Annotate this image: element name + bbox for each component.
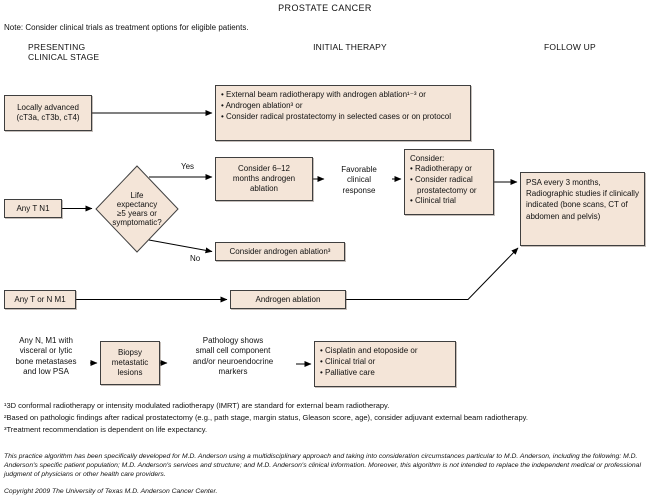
therapy-box-consider-androgen-ablation: Consider androgen ablation³ bbox=[215, 242, 345, 261]
footnote-3: ³Treatment recommendation is dependent o… bbox=[4, 424, 208, 434]
footnotes-block: ¹3D conformal radiotherapy or intensity … bbox=[4, 401, 646, 436]
therapy-box-consider-options: Consider: • Radiotherapy or• Consider ra… bbox=[404, 149, 494, 215]
stage-label-any-n-m1-visceral: Any N, M1 with visceral or lytic bone me… bbox=[15, 336, 77, 377]
footnote-1: ¹3D conformal radiotherapy or intensity … bbox=[4, 401, 390, 410]
label-favorable-clinical-response: Favorable clinical response bbox=[341, 165, 377, 195]
consider-bullet-list: • Radiotherapy or• Consider radical pros… bbox=[410, 164, 488, 207]
bullet-item: • External beam radiotherapy with androg… bbox=[221, 90, 426, 99]
bullet-item: • Consider radical prostatectomy or bbox=[410, 174, 477, 195]
therapy-box-locally-advanced: • External beam radiotherapy with androg… bbox=[215, 85, 471, 141]
column-header-follow-up: FOLLOW UP bbox=[544, 42, 596, 52]
decision-text: Life expectancy ≥5 years or symptomatic? bbox=[112, 190, 162, 228]
flow-arrows bbox=[62, 110, 519, 367]
page-title: PROSTATE CANCER bbox=[278, 3, 372, 13]
clinical-trials-note: Note: Consider clinical trials as treatm… bbox=[4, 23, 249, 32]
branch-label-no: No bbox=[190, 254, 201, 263]
stage-box-any-t-or-n-m1: Any T or N M1 bbox=[4, 290, 76, 309]
stage-box-any-t-n1: Any T N1 bbox=[4, 199, 62, 218]
followup-box-psa: PSA every 3 months, Radiographic studies… bbox=[520, 172, 645, 246]
disclaimer-text: This practice algorithm has been specifi… bbox=[4, 453, 641, 479]
therapy-box-androgen-ablation: Androgen ablation bbox=[230, 290, 346, 309]
bullet-item: • Consider radical prostatectomy in sele… bbox=[221, 111, 452, 121]
stage-box-locally-advanced: Locally advanced (cT3a, cT3b, cT4) bbox=[4, 95, 92, 131]
bullet-item: • Androgen ablation³ or bbox=[221, 100, 303, 110]
bullet-item: • Cisplatin and etoposide or bbox=[320, 346, 418, 355]
box-biopsy-metastatic-lesions: Biopsy metastatic lesions bbox=[100, 341, 160, 385]
therapy-box-consider-androgen-ablation-6-12: Consider 6–12 months androgen ablation bbox=[215, 157, 313, 201]
column-header-initial-therapy: INITIAL THERAPY bbox=[313, 42, 387, 52]
copyright-text: Copyright 2009 The University of Texas M… bbox=[4, 488, 218, 495]
bullet-item: • Palliative care bbox=[320, 367, 375, 377]
diamond-shape bbox=[95, 165, 179, 253]
branch-label-yes: Yes bbox=[181, 162, 195, 171]
bullet-item: • Clinical trial bbox=[410, 196, 456, 206]
label-pathology-small-cell: Pathology shows small cell component and… bbox=[192, 336, 274, 377]
therapy-box-cisplatin-etoposide: • Cisplatin and etoposide or• Clinical t… bbox=[314, 341, 456, 387]
footnote-2: ²Based on pathologic findings after radi… bbox=[4, 412, 528, 422]
bullet-item: • Clinical trial or bbox=[320, 356, 376, 366]
column-header-presenting-clinical-stage: PRESENTING CLINICAL STAGE bbox=[28, 42, 100, 62]
consider-title: Consider: bbox=[410, 154, 445, 163]
decision-diamond-life-expectancy: Life expectancy ≥5 years or symptomatic? bbox=[95, 165, 179, 253]
bullet-item: • Radiotherapy or bbox=[410, 164, 472, 173]
